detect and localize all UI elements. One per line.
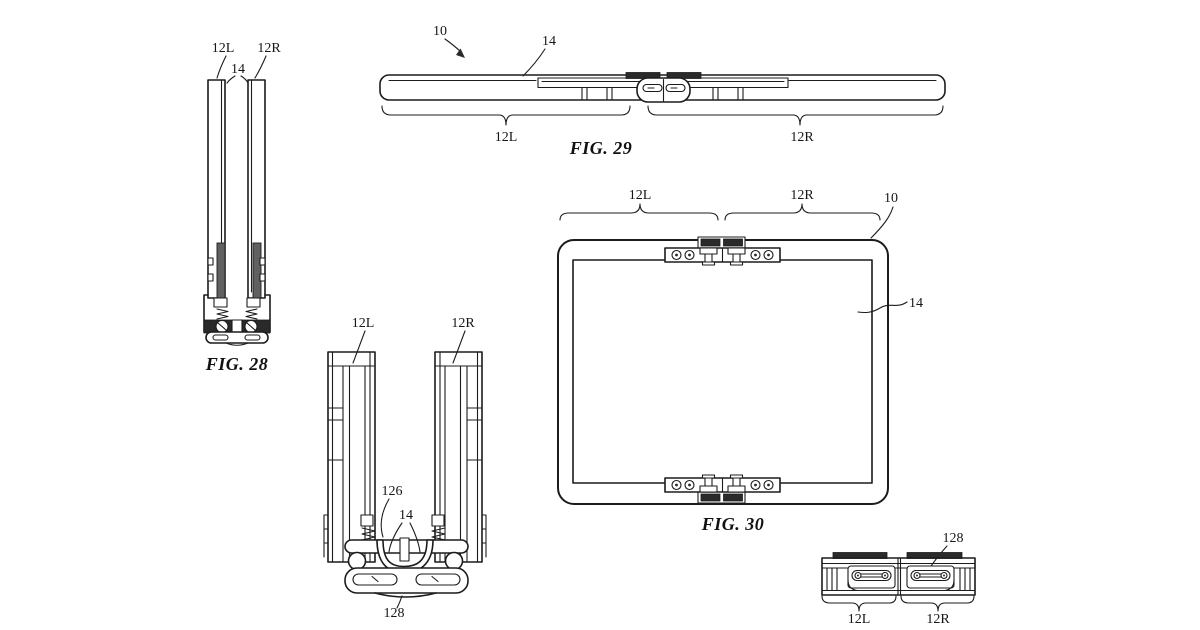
fig29-label-12l: 12L [495, 130, 518, 145]
fold-label-14: 14 [399, 508, 413, 523]
leader-line [352, 330, 366, 364]
fig30-brace-12l [559, 203, 719, 221]
fig30-bottom-hinge-bracket [664, 474, 781, 504]
fig29-hinge-cover [636, 77, 691, 103]
fig30-label-10: 10 [884, 191, 898, 206]
arrow-10 [444, 38, 465, 58]
fig30-label-12r: 12R [790, 188, 814, 203]
fig29-label-10: 10 [433, 24, 447, 39]
hinge-slot-plate-left [847, 565, 896, 592]
hinge-label-12l: 12L [848, 612, 871, 627]
fig29-drawing: 10 14 12L 12R FIG. 29 [379, 24, 946, 158]
fold-hinge-assembly [344, 514, 469, 598]
fig28-drawing: 12L 14 12R [203, 41, 281, 374]
leader-line [396, 595, 403, 609]
leader-line [226, 75, 249, 84]
fig28-hinge-assembly [203, 294, 271, 346]
fold-label-12r: 12R [451, 316, 475, 331]
fig30-brace-12r [724, 203, 881, 221]
fold-detail-drawing: 12L 12R [323, 316, 487, 621]
fig29-label-14: 14 [542, 34, 556, 49]
leader-line [857, 301, 908, 314]
hinge-label-12r: 12R [926, 612, 950, 627]
fig29-brace-12r [647, 105, 944, 126]
leader-line [388, 522, 421, 553]
fold-label-128: 128 [384, 606, 405, 621]
hinge-slot-plate-right [906, 565, 955, 592]
fig28-caption: FIG. 28 [205, 354, 269, 374]
fig29-caption: FIG. 29 [569, 138, 633, 158]
fold-label-126: 126 [382, 484, 403, 499]
leader-line [254, 55, 267, 79]
fig30-caption: FIG. 30 [701, 514, 765, 534]
fig28-label-12r: 12R [257, 41, 281, 56]
fig28-label-12l: 12L [212, 41, 235, 56]
fig29-label-12r: 12R [790, 130, 814, 145]
fig30-top-hinge-bracket [664, 236, 781, 266]
leader-line [452, 330, 466, 364]
fig28-label-14: 14 [231, 62, 245, 77]
fig30-display [572, 259, 873, 484]
fig30-drawing: 12L 12R 10 14 [557, 188, 923, 534]
hinge-brace-12l [821, 595, 897, 612]
hinge-label-128: 128 [943, 531, 964, 546]
fold-left-housing [323, 351, 376, 563]
fig29-brace-12l [381, 105, 631, 126]
fig28-inner-rails [207, 242, 266, 299]
leader-line [380, 498, 390, 538]
fig30-label-14: 14 [909, 296, 923, 311]
hinge-detail-drawing: 128 12L 12R [821, 531, 976, 627]
fold-right-housing [434, 351, 487, 563]
fold-label-12l: 12L [352, 316, 375, 331]
leader-line [870, 206, 894, 239]
fig30-tablet-body [557, 239, 889, 505]
leader-line [522, 48, 546, 77]
leader-line [216, 55, 227, 79]
fig30-label-12l: 12L [629, 188, 652, 203]
hinge-brace-12r [900, 595, 975, 612]
